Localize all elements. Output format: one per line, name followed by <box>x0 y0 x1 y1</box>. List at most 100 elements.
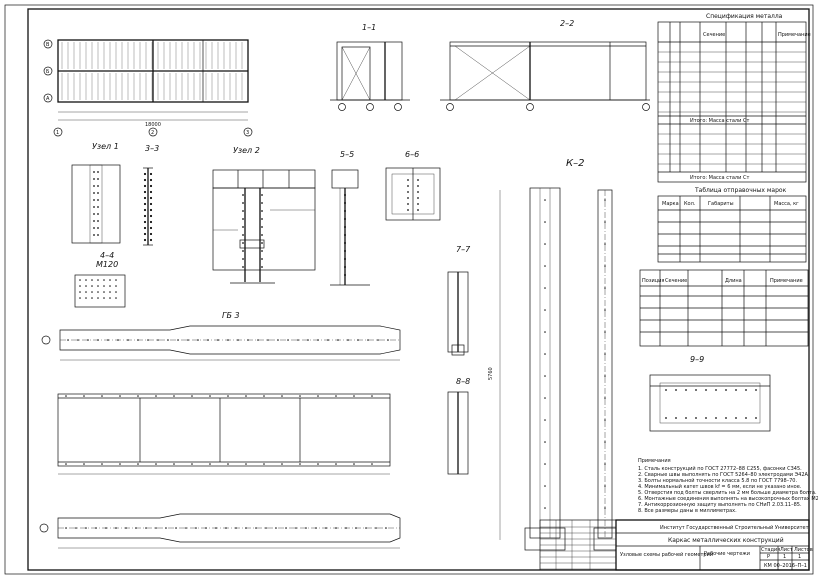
bolt-mark <box>371 395 373 397</box>
svg-text:Примечание: Примечание <box>778 32 811 38</box>
svg-text:Итого: Масса стали Ст: Итого: Масса стали Ст <box>690 175 749 181</box>
bolt-mark <box>344 250 346 252</box>
bolt-mark <box>149 214 153 218</box>
svg-text:5–5: 5–5 <box>340 150 354 159</box>
bolt-mark <box>143 226 147 230</box>
bolt-mark <box>115 285 117 287</box>
svg-text:6–6: 6–6 <box>405 150 419 159</box>
beam-gb3-elevation <box>57 393 391 475</box>
bolt-mark <box>242 266 244 268</box>
section-3-3: 3–3 <box>143 144 159 246</box>
bolt-mark <box>305 527 307 529</box>
svg-text:3–3: 3–3 <box>145 144 159 153</box>
bolt-mark <box>281 463 283 465</box>
bolt-mark <box>93 234 95 236</box>
bolt-mark <box>185 527 187 529</box>
bolt-mark <box>335 463 337 465</box>
bolt-mark <box>65 463 67 465</box>
svg-text:Стадия: Стадия <box>761 547 780 553</box>
bolt-mark <box>205 527 207 529</box>
view-title-1-1: 1–1 <box>362 23 376 32</box>
bolt-mark <box>281 395 283 397</box>
bolt-mark <box>149 226 153 230</box>
column-k2: К–2 5760 <box>488 158 617 551</box>
plan-total-dim: 18000 <box>145 122 161 128</box>
svg-text:1: 1 <box>56 130 59 136</box>
bolt-mark <box>335 395 337 397</box>
bolt-mark <box>91 297 93 299</box>
bolt-mark <box>317 395 319 397</box>
svg-text:Каркас металлических конструкц: Каркас металлических конструкций <box>668 537 784 544</box>
bolt-mark <box>97 339 99 341</box>
bolt-mark <box>665 417 667 419</box>
beam-gb3-top: ГБ 3 <box>41 311 401 361</box>
bolt-mark <box>149 172 153 176</box>
bolt-mark <box>377 339 379 341</box>
bolt-mark <box>367 339 369 341</box>
svg-text:Узел 1: Узел 1 <box>92 142 119 151</box>
bolt-mark <box>79 279 81 281</box>
bolt-mark <box>85 279 87 281</box>
bolt-mark <box>317 463 319 465</box>
bolt-mark <box>97 285 99 287</box>
bolt-mark <box>149 220 153 224</box>
bolt-mark <box>137 463 139 465</box>
bolt-mark <box>755 389 757 391</box>
bolt-mark <box>155 395 157 397</box>
bolt-mark <box>143 184 147 188</box>
drawing-frame <box>27 8 810 571</box>
bolt-mark <box>215 527 217 529</box>
bolt-mark <box>261 234 263 236</box>
view-title-2-2: 2–2 <box>560 19 574 28</box>
bolt-mark <box>544 485 546 487</box>
bolt-mark <box>165 527 167 529</box>
bolt-mark <box>604 199 606 201</box>
svg-text:Институт Государственный Строи: Институт Государственный Строительный Ун… <box>660 524 809 531</box>
bolt-mark <box>299 395 301 397</box>
bolt-mark <box>155 527 157 529</box>
bolt-mark <box>735 417 737 419</box>
bolt-mark <box>143 178 147 182</box>
bolt-mark <box>242 234 244 236</box>
bolt-mark <box>149 238 153 242</box>
bolt-mark <box>97 279 99 281</box>
bolt-mark <box>544 265 546 267</box>
bolt-mark <box>65 395 67 397</box>
svg-text:Листов: Листов <box>794 547 813 553</box>
bolt-mark <box>93 213 95 215</box>
bolt-mark <box>155 463 157 465</box>
bolt-mark <box>344 218 346 220</box>
bolt-mark <box>97 192 99 194</box>
bolt-mark <box>544 441 546 443</box>
section-7-7: 7–7 <box>447 245 471 356</box>
bolt-mark <box>604 485 606 487</box>
bolt-mark <box>91 279 93 281</box>
bolt-mark <box>285 527 287 529</box>
bolt-mark <box>544 243 546 245</box>
bolt-mark <box>705 389 707 391</box>
bolt-mark <box>149 202 153 206</box>
svg-text:Таблица отправочных марок: Таблица отправочных марок <box>694 187 787 194</box>
bolt-mark <box>344 274 346 276</box>
beam-gb3-bottom <box>39 513 401 549</box>
bolt-mark <box>125 527 127 529</box>
bolt-mark <box>97 213 99 215</box>
bolt-mark <box>93 171 95 173</box>
bolt-mark <box>755 417 757 419</box>
bolt-mark <box>665 389 667 391</box>
bolt-mark <box>357 339 359 341</box>
bolt-mark <box>143 232 147 236</box>
bolt-mark <box>337 339 339 341</box>
bolt-mark <box>695 417 697 419</box>
bolt-mark <box>101 463 103 465</box>
bolt-mark <box>135 527 137 529</box>
bolt-mark <box>317 339 319 341</box>
notes-block: Примечания 1. Сталь конструкций по ГОСТ … <box>638 458 818 514</box>
bolt-mark <box>97 206 99 208</box>
bolt-mark <box>115 291 117 293</box>
bolt-mark <box>325 527 327 529</box>
bolt-mark <box>407 197 409 199</box>
bolt-mark <box>261 210 263 212</box>
bolt-mark <box>544 397 546 399</box>
